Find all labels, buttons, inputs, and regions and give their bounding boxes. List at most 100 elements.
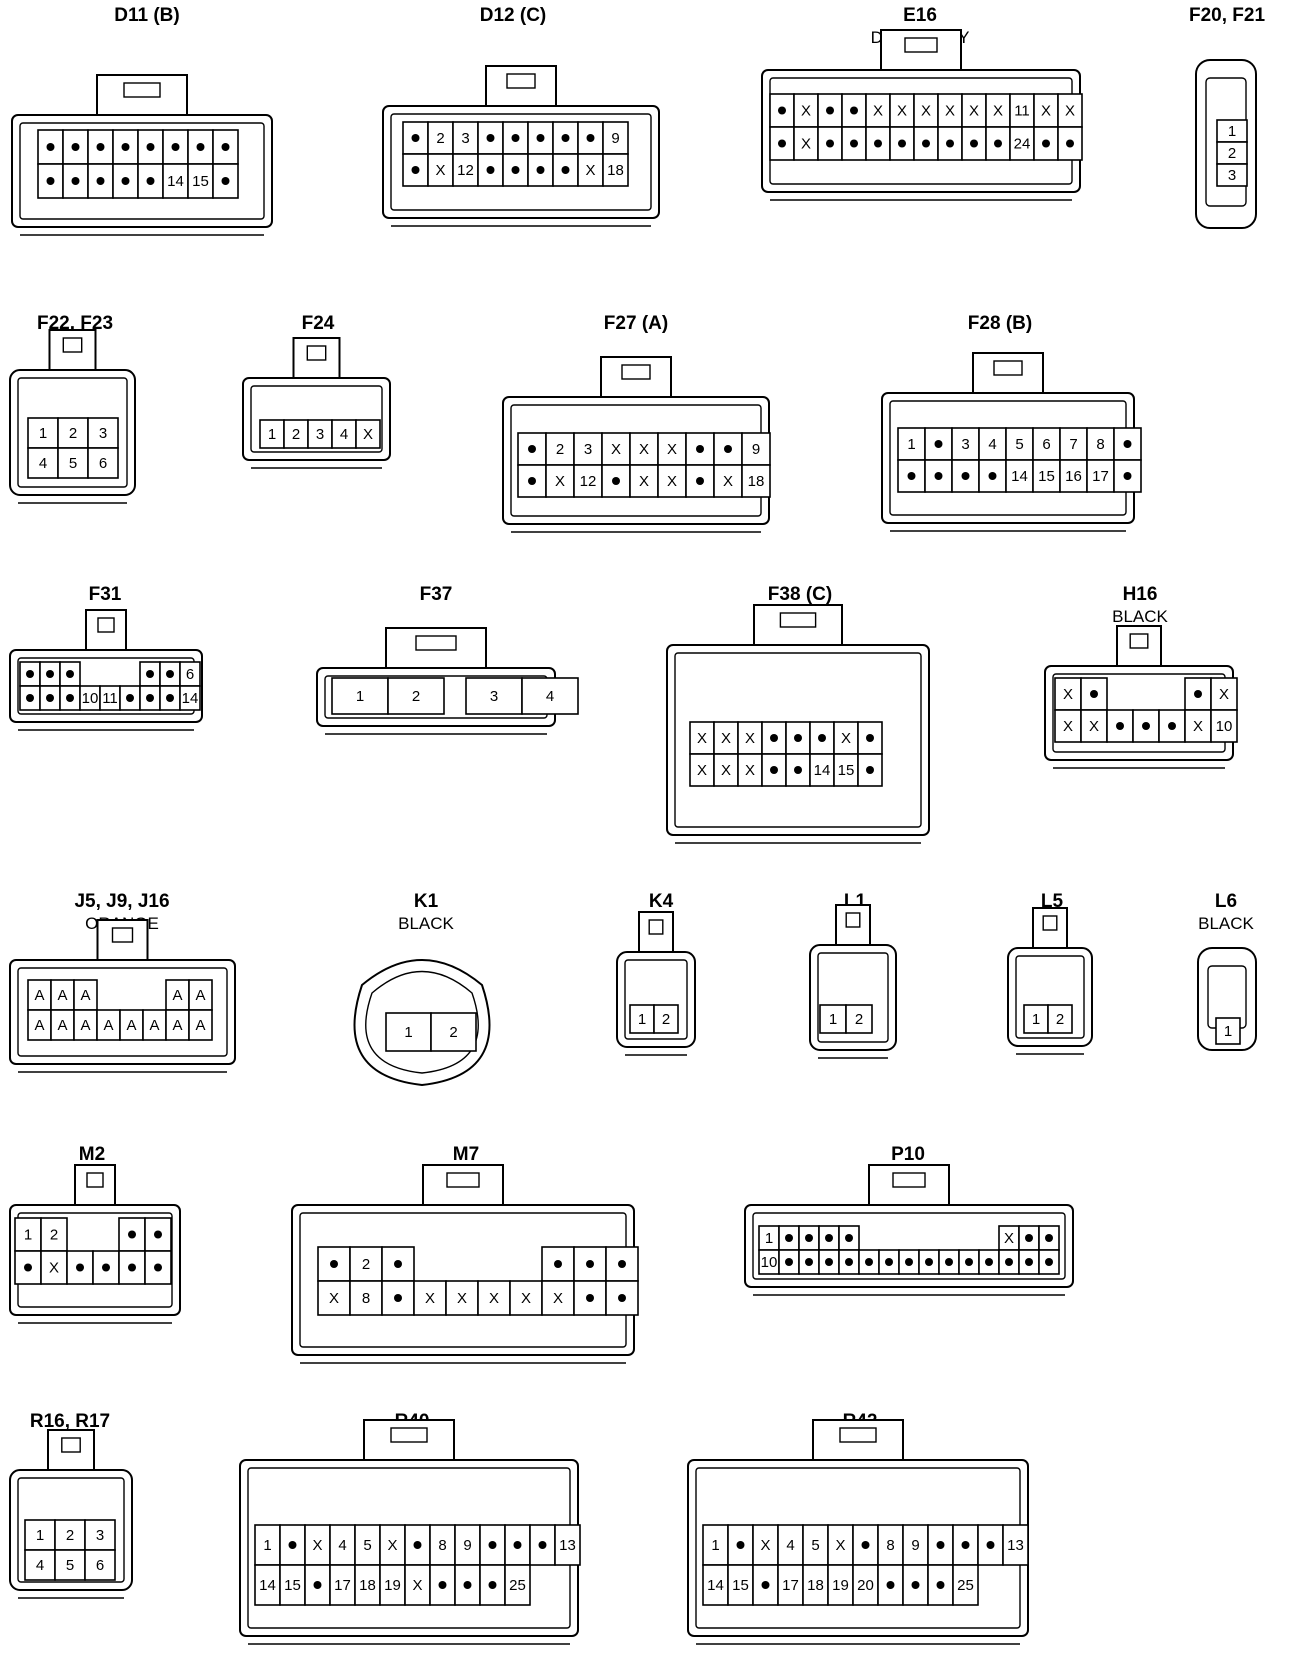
- unused-pin-dot: [586, 1294, 594, 1302]
- unused-pin-dot: [1005, 1258, 1013, 1266]
- unused-pin-dot: [1066, 139, 1074, 148]
- unused-pin-dot: [826, 106, 834, 115]
- pin-cell: [254, 1564, 281, 1606]
- pin-label: 19: [832, 1577, 849, 1594]
- unused-pin-dot: [761, 1581, 770, 1589]
- pin-cell: [602, 121, 629, 155]
- pin-cell: [187, 163, 214, 199]
- pin-cell: [87, 417, 119, 449]
- unused-pin-dot: [561, 134, 570, 142]
- pin-label: 4: [546, 688, 554, 705]
- pin-cell: [752, 1524, 779, 1566]
- pin-cell: [961, 93, 987, 128]
- pin-cell: [1009, 126, 1035, 161]
- pin-cell: [605, 1246, 639, 1282]
- pin-label: 15: [192, 173, 209, 190]
- pin-label: 6: [96, 1557, 104, 1574]
- unused-pin-dot: [128, 1263, 136, 1272]
- connector-title: H16: [1123, 584, 1158, 605]
- pin-cell: [509, 1280, 543, 1316]
- pin-label: 2: [662, 1011, 670, 1028]
- pin-label: X: [721, 730, 731, 747]
- pin-label: X: [585, 162, 595, 179]
- connector-title: D11 (B): [114, 5, 179, 26]
- pin-cell: [951, 427, 980, 461]
- pin-label: 17: [782, 1577, 799, 1594]
- pin-label: 8: [438, 1537, 446, 1554]
- pin-cell: [1002, 1524, 1029, 1566]
- pin-label: 3: [461, 130, 469, 147]
- unused-pin-dot: [886, 1581, 895, 1589]
- unused-pin-dot: [96, 177, 105, 185]
- connector-r40: R401X45X89131415171819X25: [239, 1411, 581, 1645]
- unused-pin-dot: [936, 1541, 945, 1549]
- pin-label: 11: [102, 690, 118, 707]
- unused-pin-dot: [1045, 1234, 1053, 1242]
- unused-pin-dot: [511, 134, 520, 142]
- pin-cell: [521, 677, 579, 715]
- pin-label: 12: [580, 473, 597, 490]
- pin-label: X: [667, 473, 677, 490]
- pin-label: 6: [1042, 436, 1050, 453]
- connector-title: F38 (C): [768, 584, 832, 605]
- pin-label: 3: [584, 441, 592, 458]
- pin-label: X: [363, 426, 373, 443]
- unused-pin-dot: [196, 143, 205, 151]
- connector-title: F27 (A): [604, 313, 668, 334]
- pin-cell: [413, 1280, 447, 1316]
- pin-cell: [87, 163, 114, 199]
- pin-label: 2: [1228, 145, 1236, 162]
- unused-pin-dot: [126, 694, 134, 702]
- unused-pin-dot: [1090, 690, 1098, 698]
- pin-label: X: [1089, 718, 1099, 735]
- pin-cell: [57, 447, 89, 479]
- unused-pin-dot: [1025, 1258, 1033, 1266]
- unused-pin-dot: [221, 177, 230, 185]
- pin-cell: [331, 677, 389, 715]
- pin-cell: [162, 129, 189, 165]
- unused-pin-dot: [586, 134, 595, 142]
- pin-label: 24: [1014, 136, 1031, 153]
- pin-label: A: [195, 987, 205, 1004]
- unused-pin-dot: [778, 139, 786, 148]
- unused-pin-dot: [102, 1263, 110, 1272]
- pin-label: 3: [490, 688, 498, 705]
- unused-pin-dot: [121, 143, 130, 151]
- pin-label: X: [521, 1290, 531, 1307]
- pin-label: 14: [814, 762, 831, 779]
- pin-label: 5: [811, 1537, 819, 1554]
- pin-label: X: [945, 103, 955, 120]
- unused-pin-dot: [805, 1234, 813, 1242]
- pin-label: X: [760, 1537, 770, 1554]
- unused-pin-dot: [785, 1234, 793, 1242]
- unused-pin-dot: [26, 694, 34, 702]
- pin-cell: [87, 447, 119, 479]
- pin-label: 9: [463, 1537, 471, 1554]
- pin-label: A: [80, 1017, 90, 1034]
- unused-pin-dot: [845, 1258, 853, 1266]
- unused-pin-dot: [1194, 690, 1202, 698]
- unused-pin-dot: [961, 1541, 970, 1549]
- pin-cell: [54, 1519, 86, 1551]
- unused-pin-dot: [486, 166, 495, 174]
- unused-pin-dot: [538, 1541, 547, 1549]
- pin-cell: [179, 685, 201, 711]
- pin-label: X: [721, 762, 731, 779]
- pin-cell: [355, 419, 381, 449]
- unused-pin-dot: [696, 477, 704, 485]
- pin-label: X: [435, 162, 445, 179]
- unused-pin-dot: [785, 1258, 793, 1266]
- pin-cell: [653, 1004, 679, 1034]
- unused-pin-dot: [907, 472, 916, 480]
- pin-cell: [40, 1217, 68, 1252]
- pin-cell: [84, 1519, 116, 1551]
- unused-pin-dot: [411, 134, 420, 142]
- pin-label: X: [1219, 686, 1229, 703]
- pin-label: A: [57, 1017, 67, 1034]
- pin-cell: [84, 1549, 116, 1581]
- pin-label: X: [921, 103, 931, 120]
- pin-label: 5: [69, 455, 77, 472]
- unused-pin-dot: [146, 670, 154, 678]
